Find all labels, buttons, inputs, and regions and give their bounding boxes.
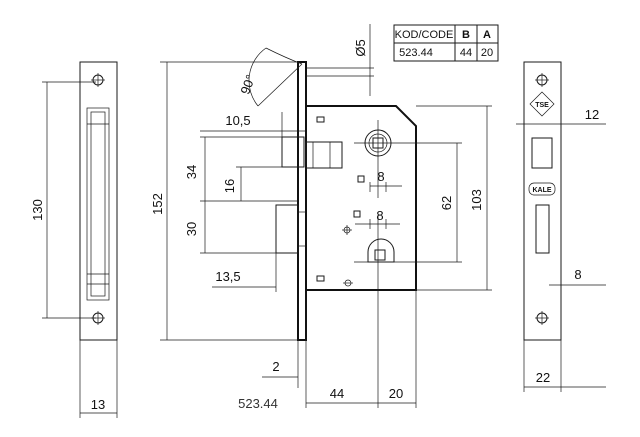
left-faceplate [79,61,118,341]
table-header-code: KOD/CODE [395,29,454,41]
main-dimension-lines: 152 34 16 30 10,5 13,5 90° Ø5 [150,24,492,411]
dim-16-label: 16 [222,179,237,193]
dim-2-label: 2 [272,359,279,374]
dim-10-5-label: 10,5 [225,113,250,128]
table-header-a: A [483,29,491,41]
table-cell-a: 20 [481,47,493,59]
brand-logo-text: KALE [532,187,551,194]
dim-22-label: 22 [536,370,550,385]
dim-12-label: 12 [585,107,599,122]
dim-8b-label: 8 [376,208,383,223]
dim-130: 130 [30,81,96,319]
model-code-label: 523.44 [238,396,278,411]
tse-logo: TSE [529,91,555,117]
dim-13: 13 [79,340,118,418]
dim-13-label: 13 [91,397,105,412]
right-dimension-lines: 12 8 22 [516,107,606,392]
table-cell-code: 523.44 [399,47,433,59]
dim-8a-label: 8 [377,169,384,184]
dim-44-label: 44 [330,386,344,401]
dim-8c-label: 8 [574,267,581,282]
table-header-b: B [462,29,470,41]
dim-34-label: 34 [184,165,199,179]
dim-130-label: 130 [30,199,45,221]
dim-62-label: 62 [439,196,454,210]
table-cell-b: 44 [460,47,472,59]
lock-body [275,61,417,341]
dim-diameter-label: Ø5 [353,39,368,56]
dim-20-label: 20 [389,386,403,401]
dim-angle-label: 90° [237,73,258,97]
code-table: KOD/CODE B A 523.44 44 20 [393,24,499,62]
dim-103-label: 103 [469,189,484,211]
dim-30-label: 30 [184,222,199,236]
dim-152-label: 152 [150,193,165,215]
tse-logo-text: TSE [535,102,549,109]
right-faceplate: TSE KALE [523,61,562,341]
brand-logo: KALE [528,182,556,196]
dim-13-5-label: 13,5 [215,269,240,284]
